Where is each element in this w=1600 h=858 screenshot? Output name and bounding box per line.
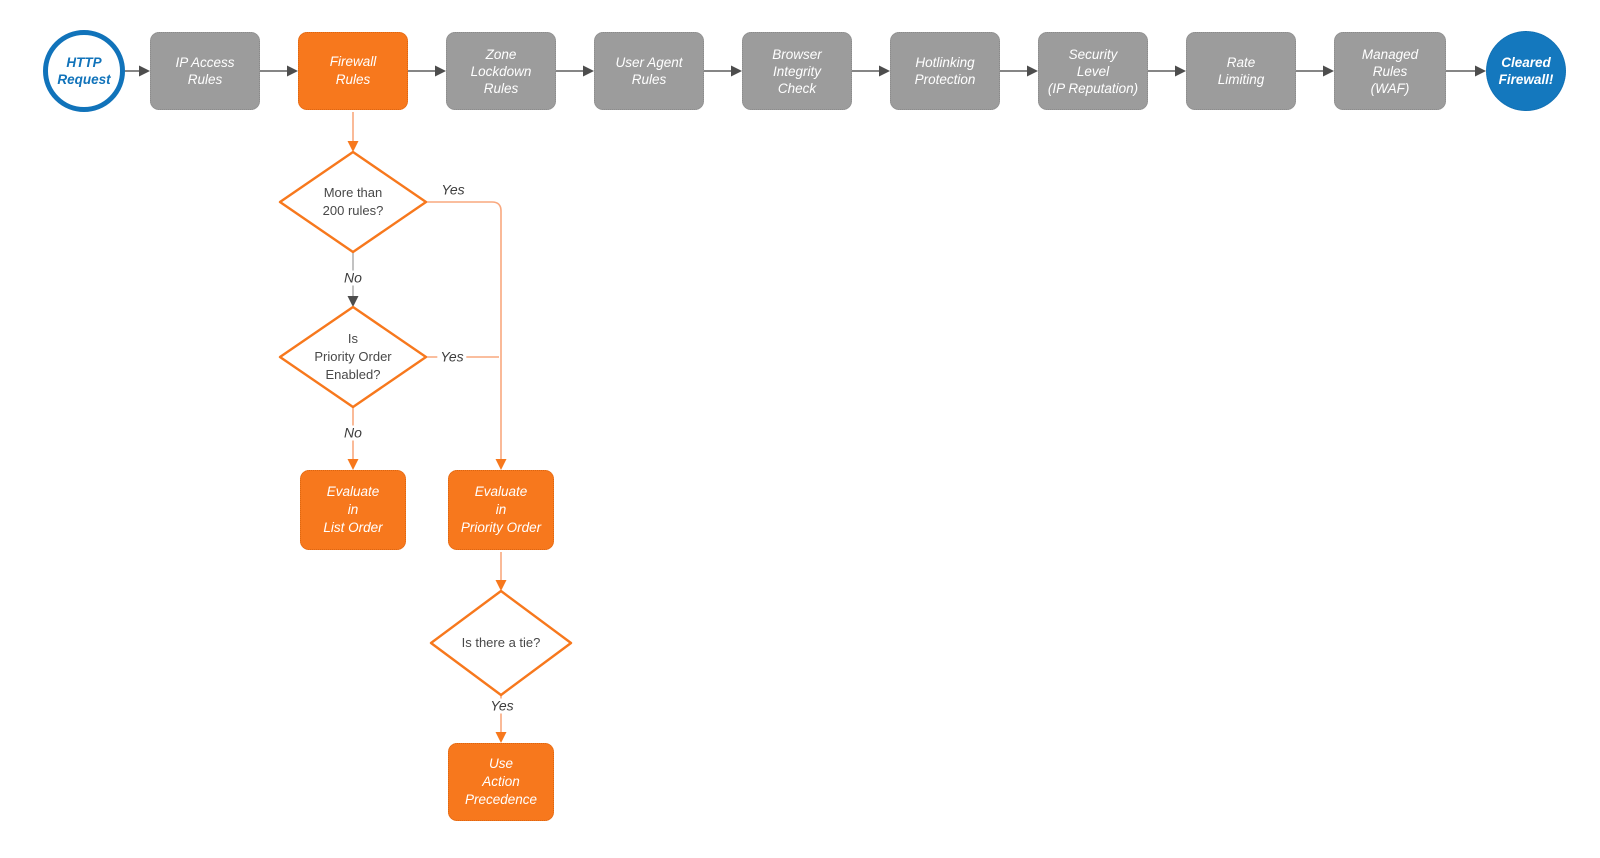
- arrowhead-icon: [435, 65, 446, 77]
- edge-decision1-yes: [426, 201, 502, 466]
- edge-label-decision1-yes: Yes: [438, 182, 468, 198]
- arrowhead-icon: [1475, 65, 1486, 77]
- node-label: Rate Limiting: [1217, 55, 1265, 87]
- arrowhead-icon: [287, 65, 298, 77]
- decision3-label: Is there a tie?: [461, 635, 541, 650]
- arrowhead-icon: [495, 732, 507, 743]
- node-label: Evaluate in List Order: [323, 484, 383, 535]
- node-label: Zone Lockdown Rules: [470, 46, 532, 96]
- node-label: Hotlinking Protection: [914, 55, 976, 87]
- pipeline-node-user-agent-rules: User Agent Rules: [594, 32, 704, 110]
- node-label: Use Action Precedence: [464, 756, 538, 807]
- end-node-cleared-firewall: Cleared Firewall!: [1486, 31, 1566, 111]
- node-label: User Agent Rules: [615, 55, 683, 87]
- decision3-diamond: [429, 589, 573, 697]
- arrowhead-icon: [495, 459, 507, 470]
- branch-arrowheads: [347, 141, 507, 743]
- decision1-diamond: [278, 150, 428, 254]
- end-node-label: Cleared Firewall!: [1498, 55, 1554, 87]
- arrowhead-icon: [583, 65, 594, 77]
- pipeline-node-security-level: Security Level (IP Reputation): [1038, 32, 1148, 110]
- arrowhead-icon: [1323, 65, 1334, 77]
- decision-shapes: [278, 150, 573, 697]
- action-node-use-action-precedence: Use Action Precedence: [448, 743, 554, 821]
- arrowhead-icon: [347, 296, 359, 307]
- pipeline-node-ip-access-rules: IP Access Rules: [150, 32, 260, 110]
- edge-label-decision2-yes: Yes: [437, 349, 467, 365]
- node-label: IP Access Rules: [175, 55, 235, 87]
- pipeline-node-hotlinking-protection: Hotlinking Protection: [890, 32, 1000, 110]
- edge-label-decision2-no: No: [341, 425, 365, 441]
- node-label: Managed Rules (WAF): [1361, 46, 1419, 96]
- arrowhead-icon: [1175, 65, 1186, 77]
- arrowhead-icon: [347, 141, 359, 152]
- arrowhead-icon: [879, 65, 890, 77]
- action-node-evaluate-in-list-order: Evaluate in List Order: [300, 470, 406, 550]
- decision2-label-wrap: Is Priority Order Enabled?: [288, 330, 418, 384]
- pipeline-node-browser-integrity-check: Browser Integrity Check: [742, 32, 852, 110]
- arrowhead-icon: [495, 580, 507, 591]
- arrowhead-icon: [139, 65, 150, 77]
- action-node-evaluate-in-priority-order: Evaluate in Priority Order: [448, 470, 554, 550]
- pipeline-arrowheads: [139, 65, 1486, 77]
- decision1-label: More than 200 rules?: [322, 185, 384, 218]
- node-label: Browser Integrity Check: [772, 46, 822, 96]
- decision3-label-wrap: Is there a tie?: [436, 628, 566, 658]
- decision1-label-wrap: More than 200 rules?: [288, 177, 418, 227]
- node-label: Evaluate in Priority Order: [460, 484, 542, 535]
- pipeline-node-zone-lockdown-rules: Zone Lockdown Rules: [446, 32, 556, 110]
- start-node-http-request: HTTP Request: [43, 30, 125, 112]
- arrowhead-icon: [1027, 65, 1038, 77]
- arrowhead-icon: [731, 65, 742, 77]
- pipeline-node-firewall-rules: Firewall Rules: [298, 32, 408, 110]
- arrowhead-icon: [347, 459, 359, 470]
- decision2-label: Is Priority Order Enabled?: [314, 331, 392, 382]
- pipeline-node-rate-limiting: Rate Limiting: [1186, 32, 1296, 110]
- edge-label-decision3-yes: Yes: [487, 698, 517, 714]
- node-label: Firewall Rules: [329, 54, 377, 87]
- edge-label-decision1-no: No: [341, 270, 365, 286]
- node-label: Security Level (IP Reputation): [1047, 46, 1139, 96]
- pipeline-node-managed-rules-waf: Managed Rules (WAF): [1334, 32, 1446, 110]
- decision2-diamond: [278, 305, 428, 409]
- start-node-label: HTTP Request: [57, 55, 111, 87]
